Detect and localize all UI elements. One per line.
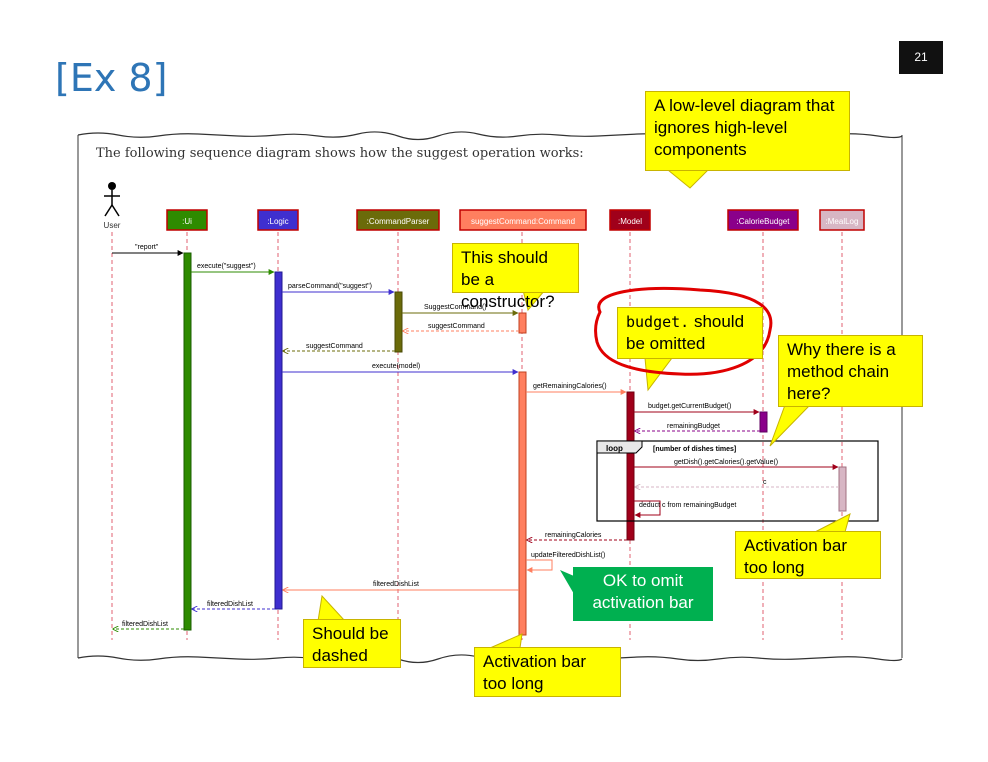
user-actor: User	[104, 182, 121, 230]
svg-text:getRemainingCalories(): getRemainingCalories()	[533, 383, 607, 390]
svg-text:filteredDishList: filteredDishList	[122, 621, 168, 628]
activation-command-execute	[518, 371, 527, 636]
svg-text:execute(model): execute(model)	[372, 363, 420, 370]
svg-text::Model: :Model	[618, 217, 642, 226]
actor-label: User	[104, 221, 121, 230]
callout-method-chain: Why there is a method chain here?	[778, 335, 923, 407]
message-filtereddishlist-to-user: filteredDishList	[113, 621, 184, 629]
participant-meallog: :MealLog	[819, 209, 865, 231]
slide-title: [Ex 8]	[55, 56, 168, 100]
svg-text:remainingCalories: remainingCalories	[545, 532, 602, 539]
callout-low-level: A low-level diagram that ignores high-le…	[645, 91, 850, 171]
svg-text:filteredDishList: filteredDishList	[207, 601, 253, 608]
loop-fragment: loop [number of dishes times]	[596, 440, 879, 522]
participant-suggestcommand: suggestCommand:Command	[459, 209, 587, 231]
callout-ok-omit: OK to omit activation bar	[573, 567, 713, 621]
activation-model	[626, 391, 635, 541]
activation-parser	[394, 291, 403, 353]
loop-guard: [number of dishes times]	[653, 446, 736, 453]
page-number: 21	[899, 41, 943, 74]
activation-logic	[274, 271, 283, 610]
message-suggestcommand-return: suggestCommand	[403, 323, 519, 331]
svg-text:deduct c from remainingBudget: deduct c from remainingBudget	[639, 502, 736, 509]
svg-text:filteredDishList: filteredDishList	[373, 581, 419, 588]
pointer-ok-omit	[560, 570, 574, 594]
loop-keyword: loop	[606, 444, 623, 453]
svg-text::Ui: :Ui	[182, 217, 192, 226]
callout-constructor: This should be a constructor?	[452, 243, 579, 311]
svg-text::Logic: :Logic	[267, 217, 288, 226]
message-parsecommand: parseCommand("suggest")	[282, 283, 395, 295]
message-deduct-self: deduct c from remainingBudget	[634, 500, 736, 518]
svg-text::MealLog: :MealLog	[826, 217, 859, 226]
message-report: "report"	[112, 244, 184, 256]
message-c-return: c	[635, 479, 839, 487]
callout-activation-right: Activation bar too long	[735, 531, 881, 579]
message-getremainingcalories: getRemainingCalories()	[526, 383, 627, 395]
callout-activation-bottom: Activation bar too long	[474, 647, 621, 697]
svg-text:budget.getCurrentBudget(): budget.getCurrentBudget()	[648, 403, 731, 410]
diagram-caption: The following sequence diagram shows how…	[96, 146, 584, 161]
svg-text:suggestCommand: suggestCommand	[428, 323, 485, 330]
svg-text:parseCommand("suggest"): parseCommand("suggest")	[288, 283, 372, 290]
message-getcurrentbudget: budget.getCurrentBudget()	[634, 403, 760, 415]
message-execute-model: execute(model)	[282, 363, 519, 375]
message-suggestcommand-return-logic: suggestCommand	[283, 343, 395, 351]
message-execute-suggest: execute("suggest")	[191, 263, 275, 275]
svg-text::CommandParser: :CommandParser	[367, 217, 430, 226]
message-suggestcommand-constructor: SuggestCommand()	[402, 304, 519, 316]
svg-text:suggestCommand: suggestCommand	[306, 343, 363, 350]
callout-dashed: Should be dashed	[303, 619, 401, 668]
svg-text:updateFilteredDishList(): updateFilteredDishList()	[531, 552, 605, 559]
participant-caloriebudget: :CalorieBudget	[727, 209, 799, 231]
participant-logic: :Logic	[257, 209, 299, 231]
svg-text:SuggestCommand(): SuggestCommand()	[424, 304, 487, 311]
activation-caloriebudget	[759, 411, 768, 433]
budget-text: should be omitted	[626, 312, 745, 353]
svg-text:getDish().getCalories().getVal: getDish().getCalories().getValue()	[674, 459, 778, 466]
message-remainingcalories: remainingCalories	[527, 532, 627, 540]
svg-text:"report": "report"	[135, 244, 159, 251]
svg-text::CalorieBudget: :CalorieBudget	[737, 217, 791, 226]
callout-budget: budget. should be omitted	[617, 307, 763, 359]
svg-text:remainingBudget: remainingBudget	[667, 423, 720, 430]
activation-command-constructor	[518, 312, 527, 334]
message-remainingbudget: remainingBudget	[635, 423, 760, 431]
activation-meallog	[838, 466, 847, 512]
activation-ui	[183, 252, 192, 631]
participant-ui: :Ui	[166, 209, 208, 231]
svg-text:execute("suggest"): execute("suggest")	[197, 263, 256, 270]
participant-commandparser: :CommandParser	[356, 209, 440, 231]
message-updatefiltereddishlist: updateFilteredDishList()	[526, 552, 605, 573]
participant-model: :Model	[609, 209, 651, 231]
budget-code: budget.	[626, 313, 690, 331]
svg-text:c: c	[763, 479, 767, 486]
message-filtereddishlist-to-ui: filteredDishList	[192, 601, 275, 609]
message-getdish-chain: getDish().getCalories().getValue()	[634, 459, 839, 470]
svg-text:suggestCommand:Command: suggestCommand:Command	[471, 217, 575, 226]
message-filtereddishlist-to-logic: filteredDishList	[283, 581, 519, 590]
